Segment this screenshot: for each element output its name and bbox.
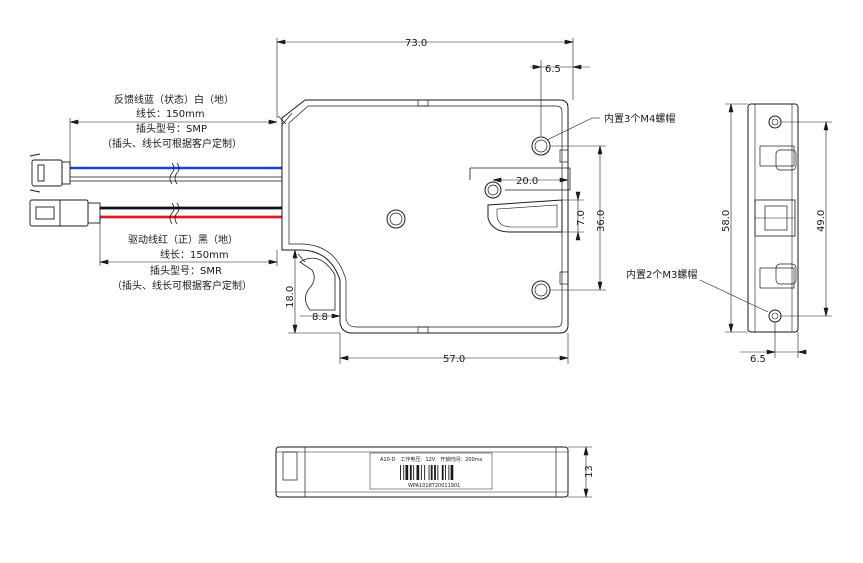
feedback-note-line-2: 线长：150mm: [136, 107, 205, 120]
feedback-note-line-3: 插头型号：SMP: [136, 122, 207, 135]
m3-nut-note: 内置2个M3螺帽: [626, 268, 697, 281]
product-label: [369, 452, 493, 490]
barcode-bar: [424, 465, 426, 480]
dim-57: 57.0: [443, 354, 465, 365]
barcode-bar: [430, 465, 433, 480]
barcode-bar: [409, 465, 412, 480]
product-label-text: A10-D 工作电压：12V 开锁时间：200ms WPA1018T200119…: [380, 456, 483, 489]
dim-58: 58.0: [721, 210, 732, 232]
barcode-bar: [445, 465, 446, 480]
drive-note-line-2: 线长：150mm: [160, 248, 229, 261]
barcode-bar: [437, 465, 439, 480]
barcode-bar: [416, 465, 420, 480]
barcode-bar: [420, 465, 422, 480]
dimension-lines-side: [725, 103, 832, 358]
barcode-bar: [413, 465, 415, 480]
barcode-bar: [448, 465, 450, 480]
drive-note-line-4: （插头、线长可根据客户定制）: [112, 279, 252, 292]
barcode-bar: [450, 465, 454, 480]
barcode-bar: [403, 465, 405, 480]
wire-break-lower: [169, 202, 175, 225]
dim-73: 73.0: [405, 38, 427, 49]
drive-note-line-3: 插头型号：SMR: [150, 264, 222, 277]
barcode-bar: [428, 465, 430, 480]
dim-8-8: 8.8: [312, 312, 328, 323]
dim-13: 13: [584, 465, 595, 478]
barcode-bar: [405, 465, 409, 480]
dim-6-5-side: 6.5: [750, 354, 766, 365]
dim-36: 36.0: [596, 210, 607, 232]
dimension-lines-main: [69, 38, 769, 364]
dimension-lines-bottom: [568, 446, 592, 498]
barcode: [400, 465, 454, 480]
lock-body-bottom-view: [275, 446, 569, 498]
dim-7: 7.0: [576, 210, 587, 226]
label-line-1: A10-D 工作电压：12V 开锁时间：200ms: [380, 456, 483, 463]
wire-harness: [29, 153, 282, 227]
m4-nut-note: 内置3个M4螺帽: [604, 112, 675, 125]
dim-20: 20.0: [516, 176, 538, 187]
lock-body-side-view: [747, 103, 799, 333]
wire-break-upper-b: [174, 162, 180, 185]
wire-break-lower-b: [174, 202, 180, 225]
feedback-note-line-4: （插头、线长可根据客户定制）: [102, 137, 242, 150]
dim-6-5-top: 6.5: [545, 64, 561, 75]
connector-smr: [29, 199, 101, 227]
latch-bolt: [487, 199, 563, 233]
dim-49: 49.0: [816, 210, 827, 232]
dim-18: 18.0: [285, 286, 296, 308]
dimension-texts: 73.0 6.5 20.0 7.0 36.0 18.0 8.8 57.0 58.…: [285, 38, 827, 478]
label-serial: WPA1018T20011901: [408, 483, 460, 489]
lock-body-top-view: [277, 99, 571, 334]
wire-break-upper: [169, 162, 175, 185]
mount-hole-center: [386, 209, 406, 229]
annotation-notes: 反馈线蓝（状态）白（地） 线长：150mm 插头型号：SMP （插头、线长可根据…: [102, 93, 697, 292]
feedback-note-line-1: 反馈线蓝（状态）白（地）: [114, 93, 234, 106]
barcode-bar: [434, 465, 436, 480]
connector-smp: [29, 153, 71, 193]
barcode-bar: [400, 465, 401, 480]
drive-note-line-1: 驱动线红（正）黑（地）: [128, 233, 238, 246]
barcode-bar: [441, 465, 444, 480]
